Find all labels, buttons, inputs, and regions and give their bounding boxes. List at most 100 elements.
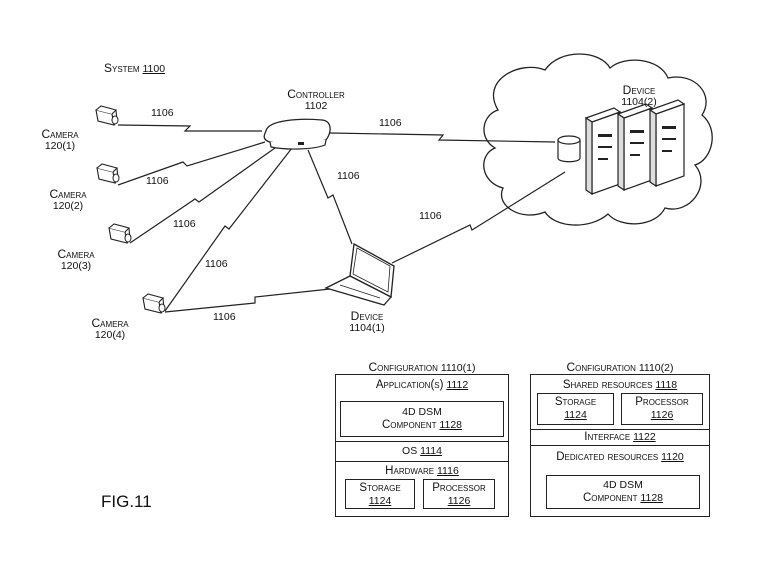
config-2-processor: Processor 1126 [621, 393, 703, 425]
os-number: 1114 [420, 445, 442, 457]
camera-4-label: Camera 120(4) [80, 317, 140, 341]
config-1-dsm-line1: 4D DSM [402, 406, 442, 418]
config-2-divider-interface-top [531, 429, 709, 430]
hardware-word: Hardware [385, 465, 435, 477]
controller-number: 1102 [304, 100, 328, 112]
config-2-dsm-component: 4D DSM Component 1128 [546, 475, 700, 509]
server-1-icon [585, 107, 621, 195]
config-2-dsm-line1: 4D DSM [603, 479, 643, 491]
config-1-storage-number: 1124 [368, 495, 392, 507]
network-links [117, 124, 566, 313]
link-label-camera-4: 1106 [205, 258, 228, 270]
hardware-number: 1116 [437, 465, 459, 477]
config-2-title-number: 1110(2) [638, 362, 674, 374]
camera-2-number: 120(2) [52, 200, 84, 212]
controller-router-icon [263, 118, 331, 150]
camera-1-word: Camera [41, 127, 79, 141]
config-2-processor-number: 1126 [650, 409, 674, 421]
config-2-title: Configuration 1110(2) [530, 361, 710, 374]
applications-word: Application(s) [375, 379, 444, 391]
config-1-divider-os [336, 441, 508, 442]
camera-2-word: Camera [49, 187, 87, 201]
config-1-divider-hardware [336, 461, 508, 462]
camera-3-word: Camera [57, 247, 95, 261]
camera-2-icon [96, 163, 120, 184]
config-2-processor-text: Processor 1126 [622, 396, 702, 422]
link-label-laptop-cloud: 1106 [419, 210, 442, 222]
camera-3-icon [108, 223, 132, 244]
applications-number: 1112 [446, 379, 469, 391]
system-word: System [104, 61, 140, 75]
config-1-os: OS 1114 [336, 445, 508, 458]
config-1-applications: Application(s) 1112 [336, 379, 508, 392]
camera-4-number: 120(4) [94, 329, 126, 341]
config-2-storage-word: Storage [554, 396, 597, 408]
interface-number: 1122 [633, 431, 656, 443]
config-1-storage: Storage 1124 [345, 479, 415, 509]
laptop-icon [324, 242, 395, 306]
camera-1-number: 120(1) [44, 140, 76, 152]
shared-resources-word: Shared resources [562, 379, 653, 391]
config-2-divider-interface-bottom [531, 445, 709, 446]
config-1-dsm-component: 4D DSM Component 1128 [340, 401, 504, 437]
link-label-camera-3: 1106 [173, 218, 196, 230]
config-2-dedicated-resources: Dedicated resources 1120 [531, 451, 709, 464]
config-1-storage-text: Storage 1124 [346, 482, 414, 508]
shared-resources-number: 1118 [655, 379, 678, 391]
config-1-processor-number: 1126 [447, 495, 471, 507]
config-2-box: Shared resources 1118 Storage 1124 Proce… [530, 374, 710, 517]
config-1-dsm-text: 4D DSM Component 1128 [341, 406, 503, 432]
server-2-icon [617, 103, 653, 191]
figure-label: FIG.11 [101, 492, 152, 511]
link-label-laptop-camera: 1106 [213, 311, 236, 323]
config-1-box: Application(s) 1112 4D DSM Component 112… [335, 374, 509, 517]
camera-4-word: Camera [91, 316, 129, 330]
device-2-label: Device 1104(2) [604, 84, 674, 108]
controller-word: Controller [287, 87, 345, 101]
system-number: 1100 [142, 63, 166, 75]
config-1-hardware: Hardware 1116 [336, 465, 508, 478]
config-1-processor-text: Processor 1126 [424, 482, 494, 508]
config-1-processor-word: Processor [432, 482, 486, 494]
camera-2-label: Camera 120(2) [38, 188, 98, 212]
config-2-shared-resources: Shared resources 1118 [531, 379, 709, 392]
system-label: System 1100 [104, 62, 165, 75]
device-1-label: Device 1104(1) [332, 310, 402, 334]
config-1-processor: Processor 1126 [423, 479, 495, 509]
device-2-number: 1104(2) [621, 96, 657, 108]
os-word: OS [402, 445, 418, 457]
config-2-storage-text: Storage 1124 [538, 396, 613, 422]
camera-3-label: Camera 120(3) [46, 248, 106, 272]
dedicated-resources-word: Dedicated resources [556, 451, 659, 463]
config-2-dsm-word: Component [582, 492, 638, 504]
link-label-camera-1: 1106 [151, 107, 174, 119]
link-label-controller-laptop: 1106 [337, 170, 360, 182]
device-1-number: 1104(1) [349, 322, 385, 334]
config-1-storage-word: Storage [359, 482, 401, 494]
config-2-storage-number: 1124 [564, 409, 587, 421]
config-2-processor-word: Processor [635, 396, 689, 408]
server-3-icon [649, 99, 685, 187]
camera-4-icon [142, 293, 166, 314]
config-1-dsm-word: Component [381, 419, 437, 431]
config-2-interface: Interface 1122 [531, 431, 709, 444]
config-1-title: Configuration 1110(1) [335, 361, 509, 374]
device-1-word: Device [350, 309, 384, 323]
config-2-dsm-text: 4D DSM Component 1128 [547, 479, 699, 505]
config-2-dsm-number: 1128 [640, 492, 664, 504]
device-2-word: Device [622, 83, 656, 97]
config-1-title-number: 1110(1) [440, 362, 476, 374]
controller-label: Controller 1102 [275, 88, 357, 112]
config-1-title-word: Configuration [368, 360, 438, 374]
link-label-camera-2: 1106 [146, 175, 169, 187]
camera-1-label: Camera 120(1) [30, 128, 90, 152]
config-1-dsm-number: 1128 [439, 419, 463, 431]
camera-1-icon [95, 105, 119, 126]
camera-3-number: 120(3) [60, 260, 92, 272]
config-2-storage: Storage 1124 [537, 393, 614, 425]
link-label-controller-cloud: 1106 [379, 117, 402, 129]
storage-cylinder-icon [557, 135, 581, 163]
dedicated-resources-number: 1120 [661, 451, 684, 463]
